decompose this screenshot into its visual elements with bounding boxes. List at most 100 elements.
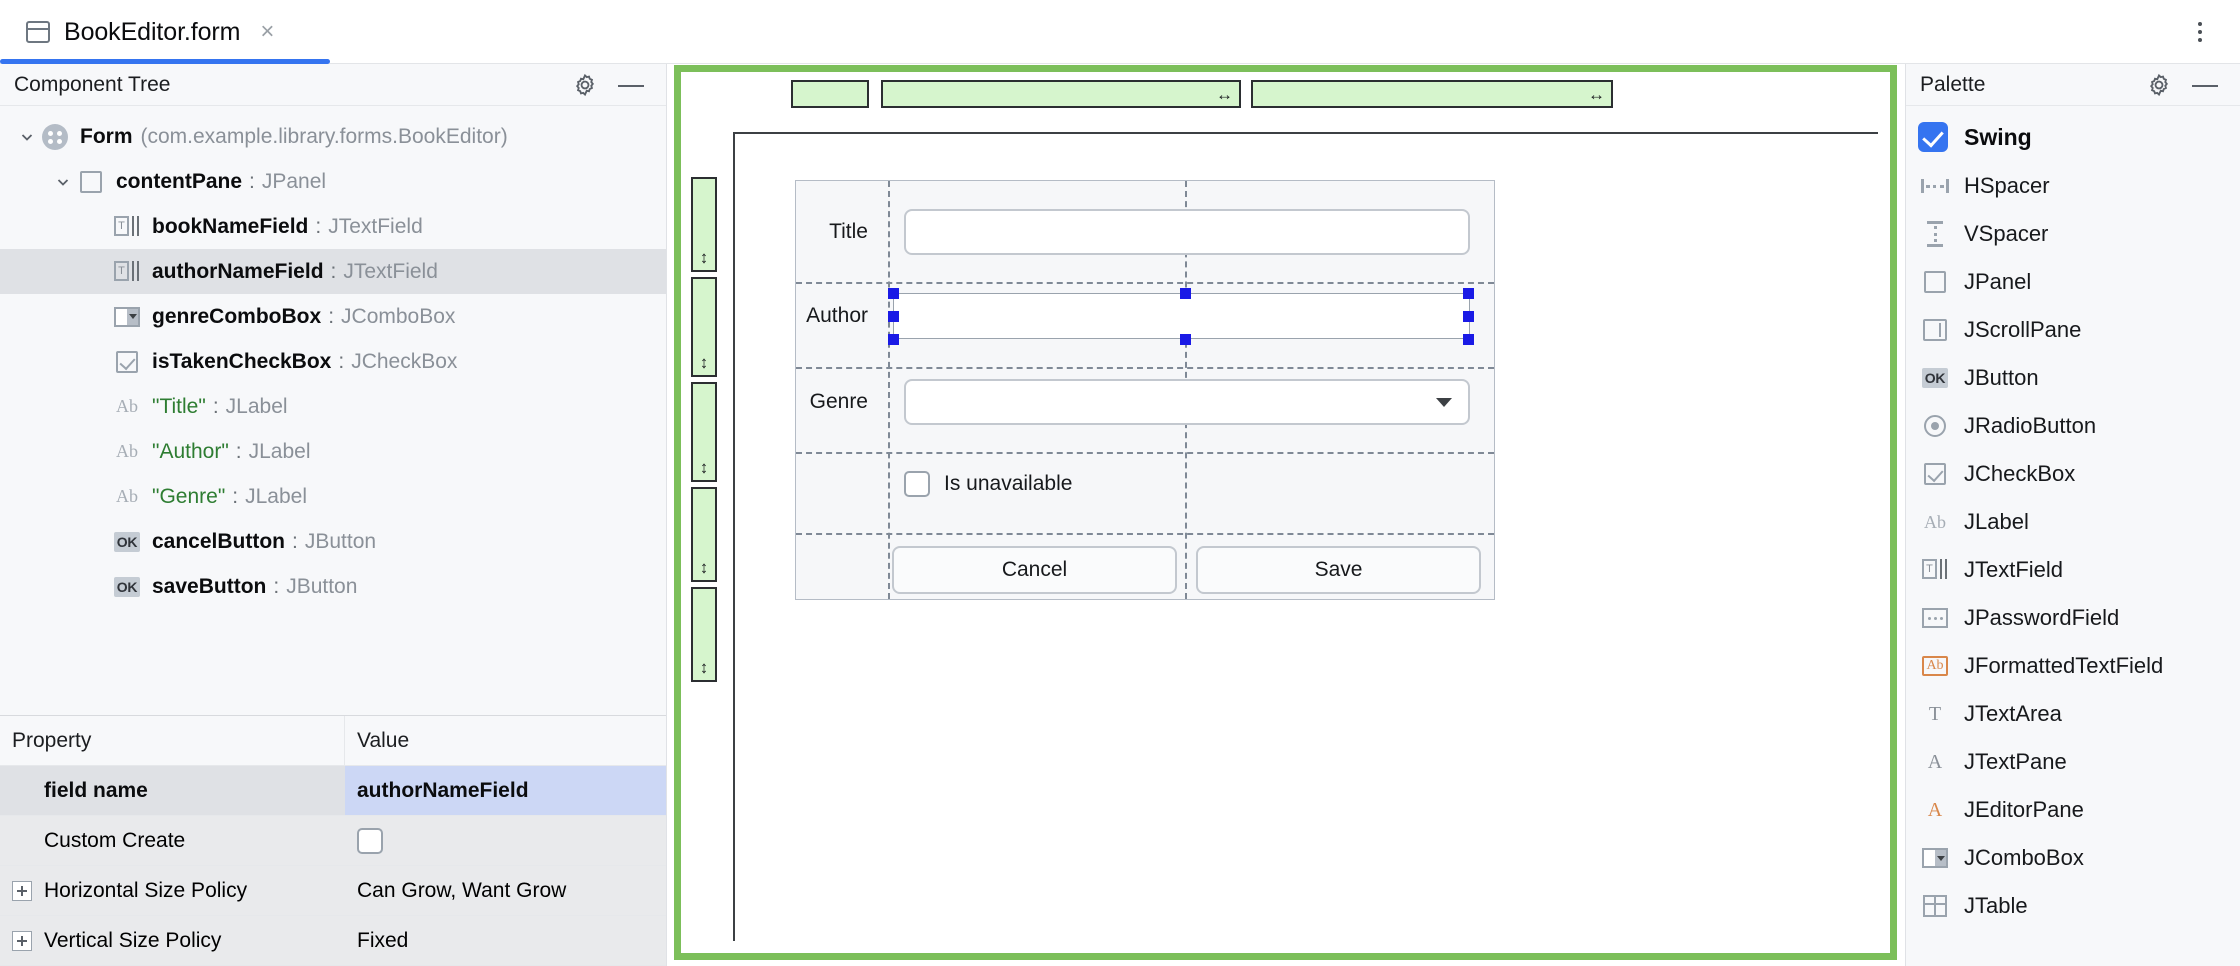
resize-handle-sw[interactable] (888, 334, 899, 345)
genre-combo-box[interactable] (904, 379, 1470, 425)
author-text-field[interactable] (893, 293, 1470, 339)
save-button[interactable]: Save (1196, 546, 1481, 594)
palette-item-label: JScrollPane (1964, 317, 2082, 342)
spacer-chip-v2[interactable]: ↕ (691, 277, 717, 377)
editor-tab-bookeditor[interactable]: BookEditor.form × (0, 0, 300, 64)
expand-icon[interactable] (12, 930, 32, 951)
spacer-chip-v5[interactable]: ↕ (691, 587, 717, 682)
palette-group-label: Swing (1964, 123, 2032, 150)
tree-node-contentpane[interactable]: contentPane:JPanel (0, 159, 666, 204)
tree-node-istakencheckbox[interactable]: isTakenCheckBox:JCheckBox (0, 339, 666, 384)
spacer-chip-h3[interactable]: ↔ (1251, 80, 1613, 108)
tree-node-name: isTakenCheckBox (152, 349, 332, 373)
grid-row-guide (796, 282, 1494, 284)
spacer-chip-v1[interactable]: ↕ (691, 177, 717, 272)
tree-node-genrecombobox[interactable]: genreComboBox:JComboBox (0, 294, 666, 339)
palette-group-swing[interactable]: Swing (1906, 112, 2240, 162)
gear-icon[interactable] (2146, 72, 2172, 98)
ab-icon: Ab (116, 396, 138, 416)
palette-item-jpanel[interactable]: JPanel (1906, 258, 2240, 306)
ok-icon: OK (113, 576, 141, 597)
spacer-chip-h2[interactable]: ↔ (881, 80, 1241, 108)
resize-handle-nw[interactable] (888, 288, 899, 299)
chevron-down-icon[interactable] (50, 169, 76, 195)
palette-item-jscrollpane[interactable]: JScrollPane (1906, 306, 2240, 354)
vspacer-arrow-icon: ↕ (699, 558, 709, 577)
spacer-chip-h1[interactable] (791, 80, 869, 108)
palette-item-jradiobutton[interactable]: JRadioButton (1906, 402, 2240, 450)
tree-node-separator: : (328, 304, 335, 328)
form-preview-area[interactable]: Title Author (733, 132, 1878, 941)
minimize-icon[interactable] (618, 84, 644, 87)
gear-icon[interactable] (572, 72, 598, 98)
close-icon[interactable]: × (260, 18, 275, 45)
column-header-property: Property (0, 716, 345, 765)
minimize-icon[interactable] (2192, 84, 2218, 87)
tab-bar-divider (0, 63, 2240, 64)
vspacer-arrow-icon: ↕ (699, 658, 709, 677)
palette-item-jtable[interactable]: JTable (1906, 882, 2240, 930)
custom-create-checkbox[interactable] (357, 827, 383, 854)
resize-handle-e[interactable] (1463, 311, 1474, 322)
grid-row-guide (796, 367, 1494, 369)
tree-indent-spacer (86, 529, 112, 555)
is-unavailable-checkbox-row[interactable]: Is unavailable (904, 464, 1072, 504)
tree-node-author[interactable]: Ab"Author":JLabel (0, 429, 666, 474)
form-icon (42, 123, 68, 150)
designer-surface[interactable]: ↔ ↔ ↕ ↕ (681, 72, 1890, 953)
tree-node-type: JCheckBox (351, 349, 458, 373)
content-pane[interactable]: Title Author (795, 180, 1495, 600)
tree-node-genre[interactable]: Ab"Genre":JLabel (0, 474, 666, 519)
checkbox-icon[interactable] (904, 471, 930, 497)
jtable-icon (1923, 895, 1947, 917)
tree-node-name: "Title" (152, 394, 206, 418)
resize-handle-s[interactable] (1180, 334, 1191, 345)
title-text-field[interactable] (904, 209, 1470, 255)
palette-item-jpasswordfield[interactable]: JPasswordField (1906, 594, 2240, 642)
spacer-chip-v4[interactable]: ↕ (691, 487, 717, 582)
cancel-button[interactable]: Cancel (892, 546, 1177, 594)
resize-handle-w[interactable] (888, 311, 899, 322)
component-tree[interactable]: Form(com.example.library.forms.BookEdito… (0, 106, 666, 715)
tab-title: BookEditor.form (64, 17, 241, 46)
chevron-down-icon[interactable] (14, 124, 40, 150)
tree-node-name: saveButton (152, 574, 267, 598)
palette-item-jcheckbox[interactable]: JCheckBox (1906, 450, 2240, 498)
resize-handle-se[interactable] (1463, 334, 1474, 345)
form-designer-canvas[interactable]: ↔ ↔ ↕ ↕ (667, 64, 1905, 966)
tree-node-separator: : (249, 169, 255, 193)
tree-node-title[interactable]: Ab"Title":JLabel (0, 384, 666, 429)
palette-item-label: JTextPane (1964, 749, 2067, 774)
spacer-chip-v3[interactable]: ↕ (691, 382, 717, 482)
resize-handle-ne[interactable] (1463, 288, 1474, 299)
checkbox-checked-icon[interactable] (1918, 122, 1948, 152)
palette-item-label: JComboBox (1964, 845, 2084, 870)
palette-item-vspacer[interactable]: VSpacer (1906, 210, 2240, 258)
designer-drop-highlight: ↔ ↔ ↕ ↕ (674, 65, 1897, 960)
property-row[interactable]: Custom Create (0, 816, 666, 866)
palette-item-jcombobox[interactable]: JComboBox (1906, 834, 2240, 882)
tree-node-form[interactable]: Form(com.example.library.forms.BookEdito… (0, 114, 666, 159)
property-value: Fixed (357, 928, 409, 952)
resize-handle-n[interactable] (1180, 288, 1191, 299)
palette-item-hspacer[interactable]: HSpacer (1906, 162, 2240, 210)
more-options-icon[interactable] (2192, 16, 2208, 48)
expand-icon[interactable] (12, 880, 32, 901)
